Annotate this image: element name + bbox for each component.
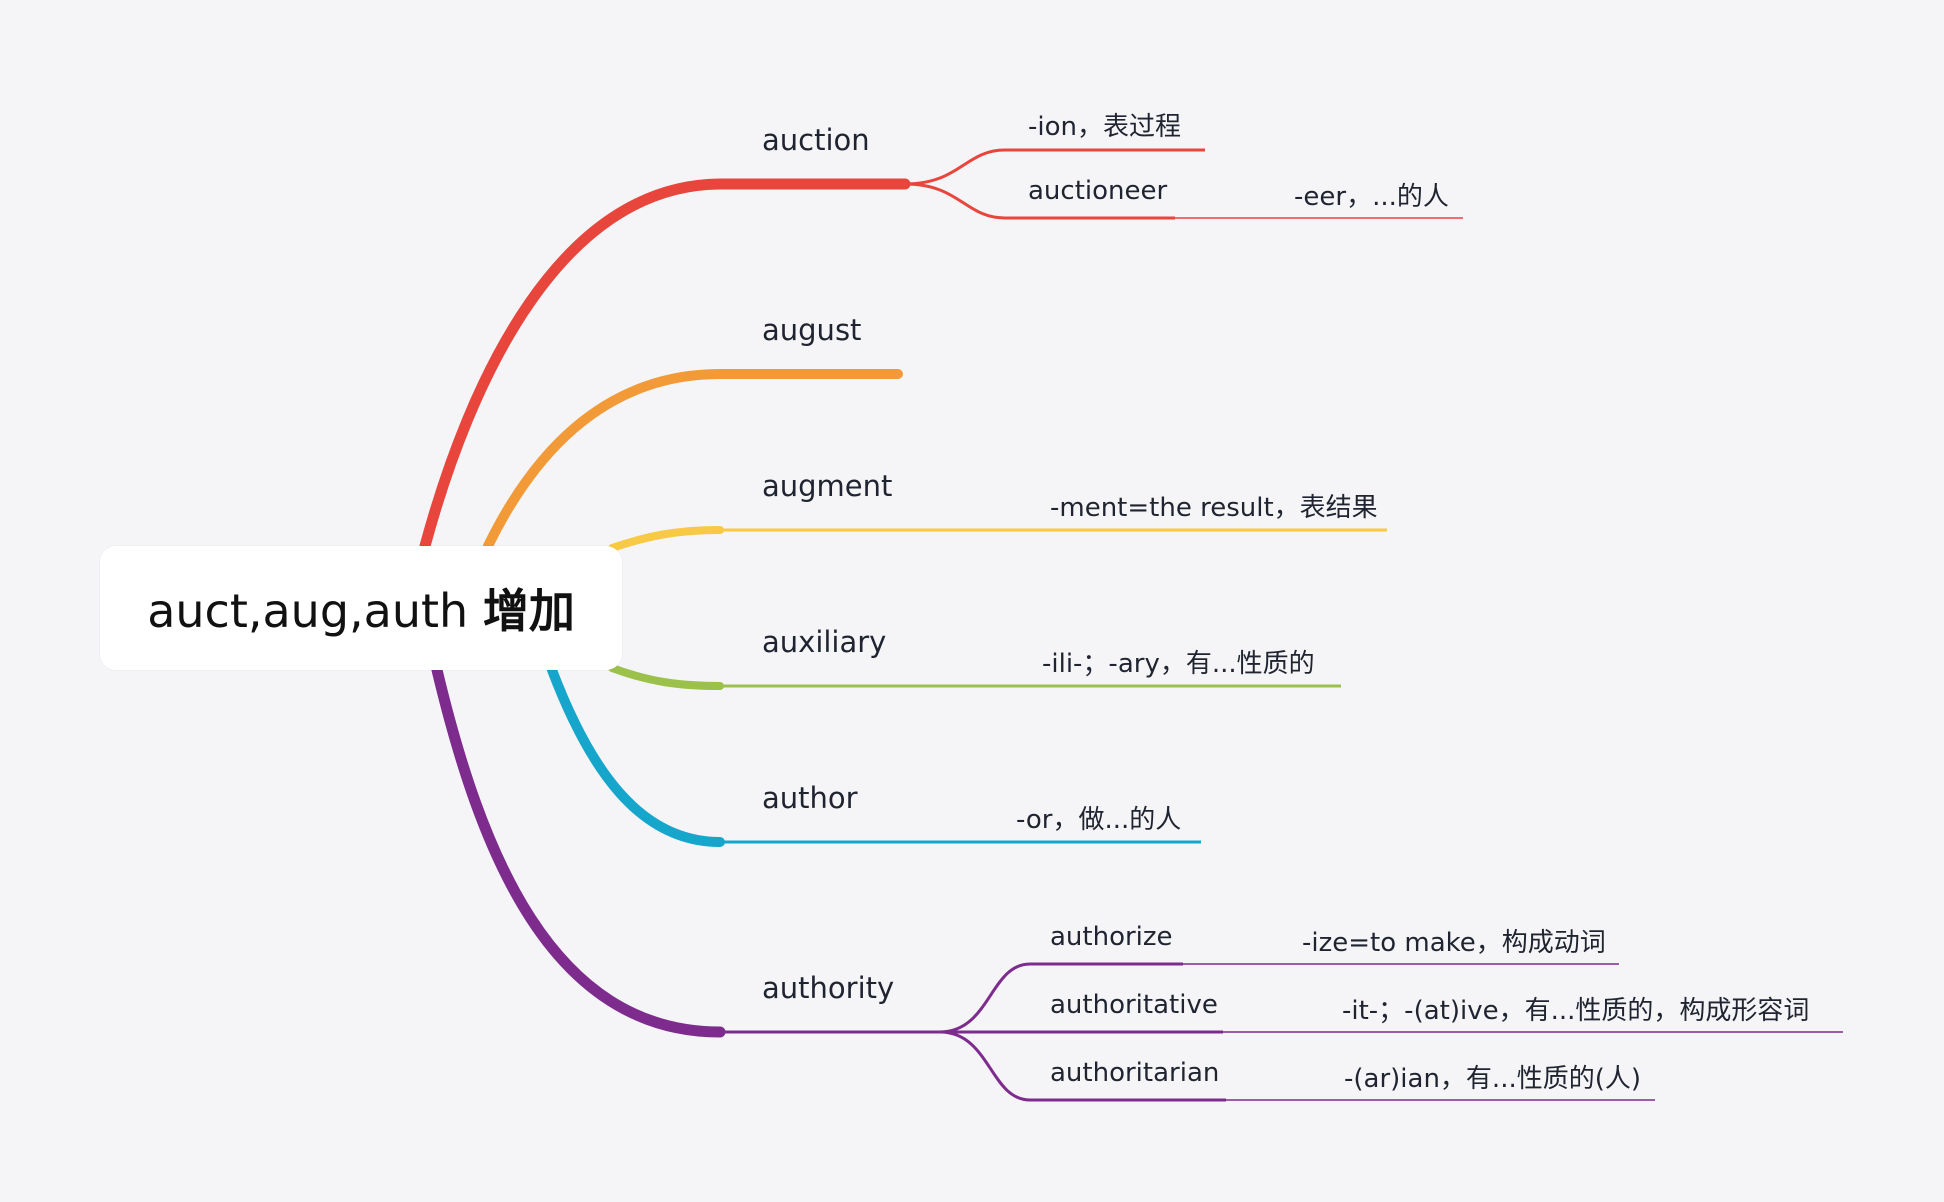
child-line-ion	[904, 148, 1205, 186]
root-word: auct,aug,auth	[147, 584, 469, 638]
branch-line-auction	[419, 178, 911, 552]
child-label-auctioneer[interactable]: auctioneer	[1028, 176, 1168, 206]
child-label-ion[interactable]: -ion，表过程	[1028, 112, 1181, 142]
branch-label-auxiliary[interactable]: auxiliary	[762, 625, 887, 659]
branch-line-august	[483, 369, 903, 551]
note-auxiliary[interactable]: -ili-；-ary，有...性质的	[1042, 649, 1315, 679]
note-authoritative[interactable]: -it-；-(at)ive，有...性质的，构成形容词	[1342, 996, 1810, 1026]
branch-label-auction[interactable]: auction	[762, 123, 870, 157]
root-topic[interactable]: auct,aug,auth 增加	[100, 546, 622, 670]
child-label-authorize[interactable]: authorize	[1050, 922, 1173, 952]
branch-label-august[interactable]: august	[762, 313, 862, 347]
child-line-authoritarian	[939, 1030, 1226, 1102]
child-label-authoritarian[interactable]: authoritarian	[1050, 1058, 1220, 1088]
root-meaning: 增加	[482, 584, 575, 638]
child-line-auctioneer	[904, 182, 1175, 220]
note-augment[interactable]: -ment=the result，表结果	[1050, 493, 1378, 523]
branch-label-authority[interactable]: authority	[762, 971, 895, 1005]
branch-line-authority	[431, 664, 726, 1038]
note-auctioneer[interactable]: -eer，...的人	[1294, 182, 1449, 212]
branch-label-author[interactable]: author	[762, 781, 858, 815]
child-label-authoritative[interactable]: authoritative	[1050, 990, 1218, 1020]
branch-label-augment[interactable]: augment	[762, 469, 893, 503]
root-topic-text: auct,aug,auth 增加	[147, 575, 575, 641]
branch-line-auxiliary	[608, 664, 724, 690]
note-authorize[interactable]: -ize=to make，构成动词	[1302, 928, 1606, 958]
branch-line-author	[547, 665, 725, 847]
branch-line-augment	[608, 526, 724, 552]
child-line-authorize	[939, 962, 1183, 1034]
note-author[interactable]: -or，做...的人	[1016, 805, 1182, 835]
note-authoritarian[interactable]: -(ar)ian，有...性质的(人)	[1344, 1064, 1642, 1094]
